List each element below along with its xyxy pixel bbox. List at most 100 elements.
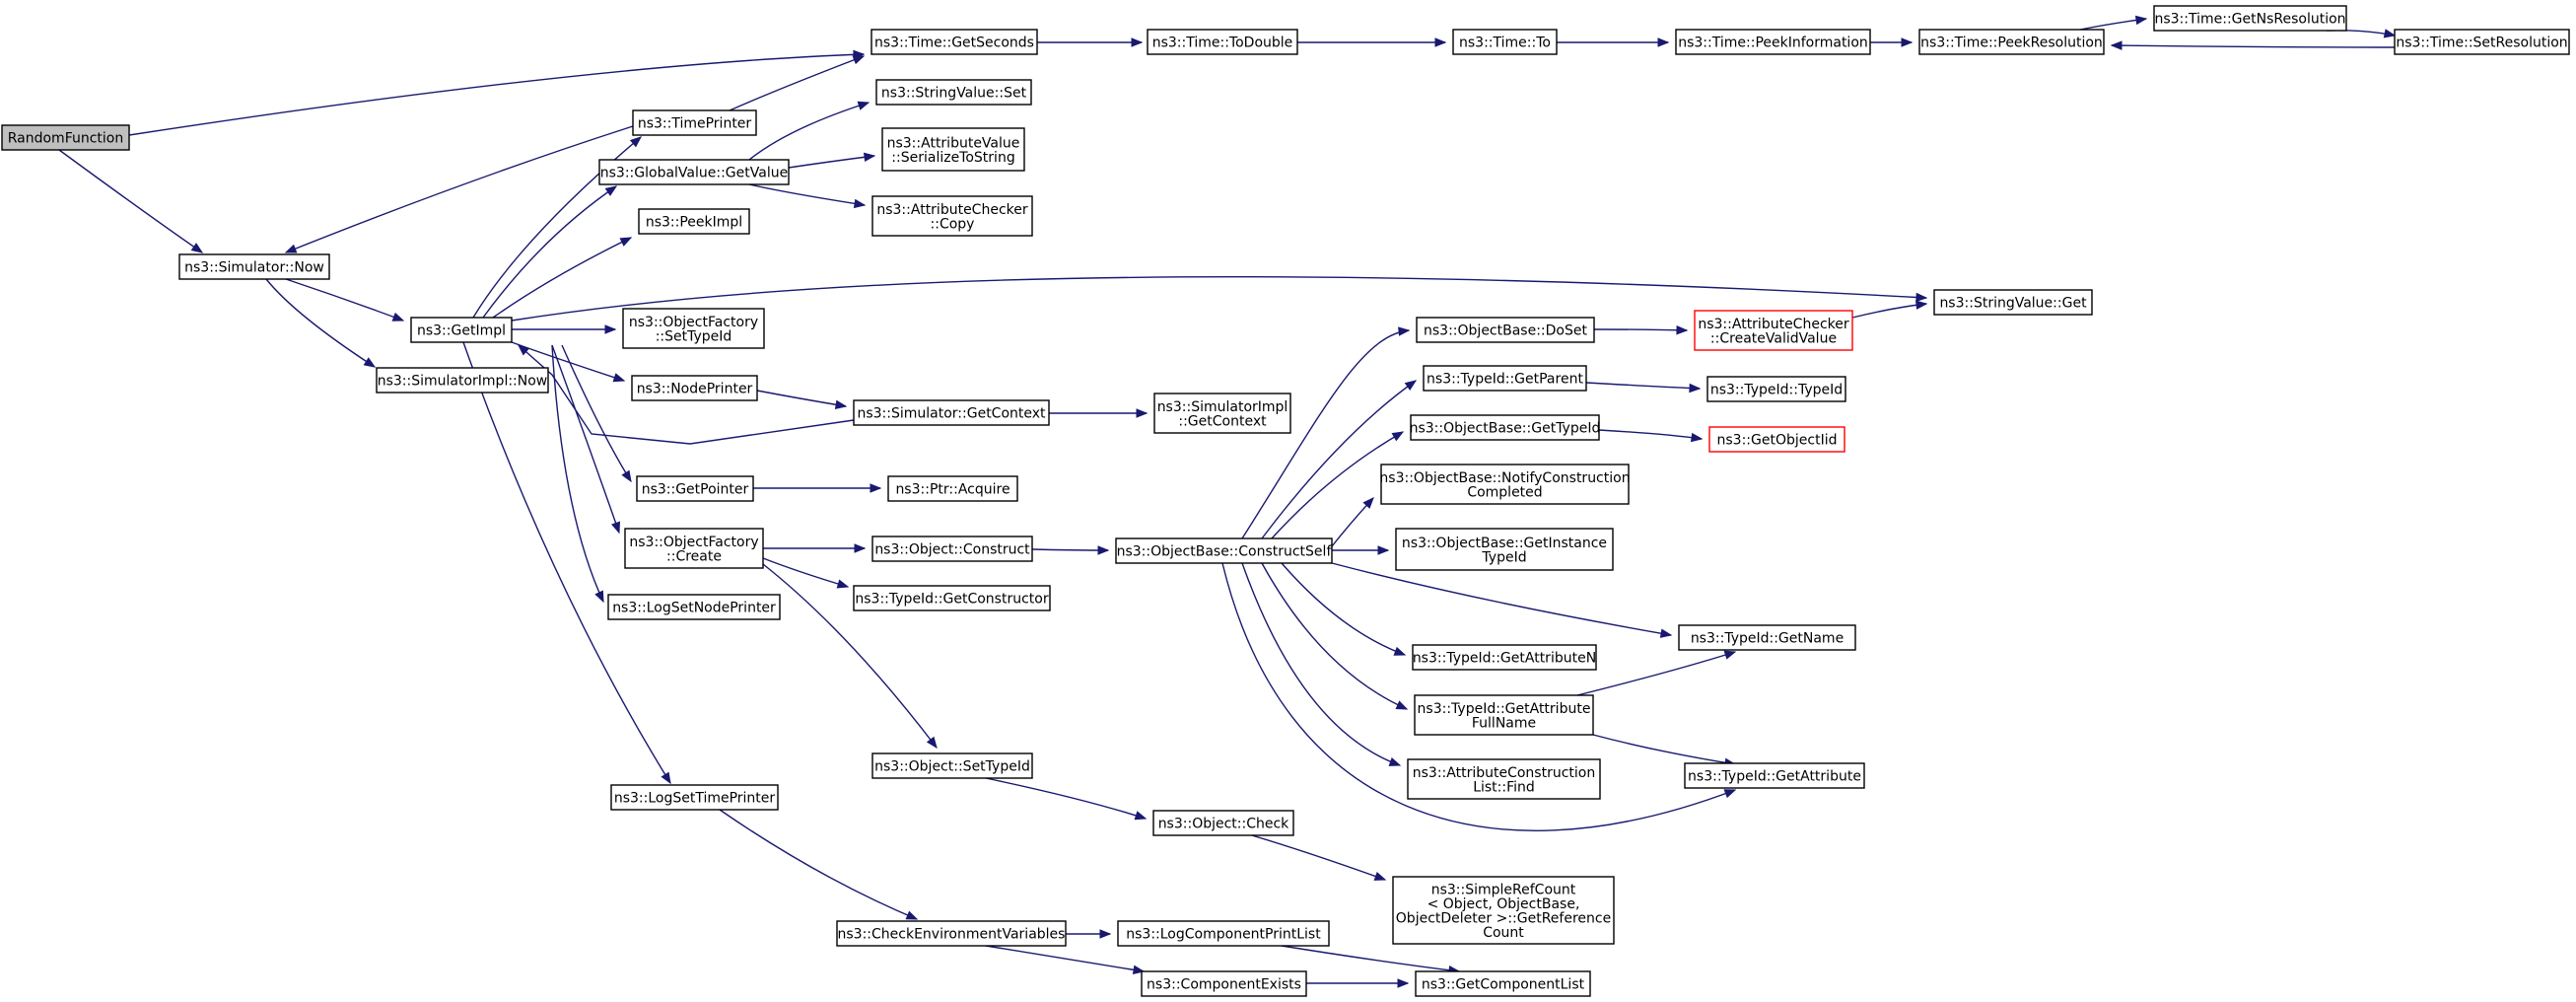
node-logsetnodeprinter[interactable]: ns3::LogSetNodePrinter: [607, 594, 781, 620]
node-box-time-getnsresolution[interactable]: [2153, 5, 2347, 32]
node-box-attributechecker-copy[interactable]: [871, 195, 1033, 237]
node-box-simulator-now[interactable]: [178, 253, 330, 280]
node-typeid-getattributen[interactable]: ns3::TypeId::GetAttributeN: [1412, 644, 1597, 671]
node-typeid-typeid[interactable]: ns3::TypeId::TypeId: [1706, 376, 1846, 402]
node-attributevalue-serializetostring[interactable]: ns3::AttributeValue::SerializeToString: [881, 127, 1025, 172]
node-attributechecker-copy[interactable]: ns3::AttributeChecker::Copy: [871, 195, 1033, 237]
node-object-check[interactable]: ns3::Object::Check: [1152, 810, 1294, 836]
node-box-getpointer[interactable]: [636, 475, 754, 502]
node-time-to[interactable]: ns3::Time::To: [1452, 29, 1558, 55]
node-box-stringvalue-get[interactable]: [1933, 289, 2093, 316]
node-simplerefcount-getreferencecount[interactable]: ns3::SimpleRefCount< Object, ObjectBase,…: [1392, 876, 1615, 945]
node-box-globalvalue-getvalue[interactable]: [598, 159, 790, 185]
node-box-ptr-acquire[interactable]: [887, 475, 1018, 502]
node-box-getobjectiid[interactable]: [1708, 426, 1845, 453]
node-attributechecker-createvalidvalue[interactable]: ns3::AttributeChecker::CreateValidValue: [1694, 310, 1853, 351]
node-box-time-peekresolution[interactable]: [1918, 29, 2105, 55]
node-box-typeid-getattributefullname[interactable]: [1414, 694, 1594, 736]
node-getobjectiid[interactable]: ns3::GetObjectIid: [1708, 426, 1845, 453]
node-time-getnsresolution[interactable]: ns3::Time::GetNsResolution: [2153, 5, 2347, 32]
node-logcomponentprintlist[interactable]: ns3::LogComponentPrintList: [1117, 920, 1330, 947]
node-box-object-settypeid[interactable]: [871, 752, 1033, 779]
node-simulator-now[interactable]: ns3::Simulator::Now: [178, 253, 330, 280]
node-object-settypeid[interactable]: ns3::Object::SetTypeId: [871, 752, 1033, 779]
node-componentexists[interactable]: ns3::ComponentExists: [1141, 970, 1307, 997]
node-box-objectbase-doset[interactable]: [1416, 317, 1595, 343]
node-box-time-todouble[interactable]: [1147, 29, 1298, 55]
node-box-simulatorimpl-now[interactable]: [376, 367, 549, 394]
node-time-setresolution[interactable]: ns3::Time::SetResolution: [2394, 29, 2570, 55]
node-logsettimeprinter[interactable]: ns3::LogSetTimePrinter: [610, 784, 779, 811]
node-box-simplerefcount-getreferencecount[interactable]: [1392, 876, 1615, 945]
node-peekimpl[interactable]: ns3::PeekImpl: [638, 208, 750, 235]
node-time-peekinformation[interactable]: ns3::Time::PeekInformation: [1675, 29, 1871, 55]
node-getpointer[interactable]: ns3::GetPointer: [636, 475, 754, 502]
node-simulatorimpl-now[interactable]: ns3::SimulatorImpl::Now: [376, 367, 549, 394]
node-box-randomfunction[interactable]: [1, 124, 130, 151]
node-box-typeid-getconstructor[interactable]: [853, 585, 1051, 611]
node-box-objectfactory-settypeid[interactable]: [622, 308, 765, 349]
node-objectbase-doset[interactable]: ns3::ObjectBase::DoSet: [1416, 317, 1595, 343]
node-globalvalue-getvalue[interactable]: ns3::GlobalValue::GetValue: [598, 159, 790, 185]
node-box-simulator-getcontext[interactable]: [853, 399, 1050, 426]
node-box-object-construct[interactable]: [871, 536, 1033, 562]
node-box-logcomponentprintlist[interactable]: [1117, 920, 1330, 947]
node-box-typeid-getparent[interactable]: [1423, 365, 1587, 392]
node-box-objectbase-gettypeid[interactable]: [1410, 414, 1600, 441]
node-box-time-peekinformation[interactable]: [1675, 29, 1871, 55]
node-box-objectfactory-create[interactable]: [624, 528, 764, 569]
node-objectfactory-settypeid[interactable]: ns3::ObjectFactory::SetTypeId: [622, 308, 765, 349]
node-box-getimpl[interactable]: [410, 317, 513, 343]
node-box-object-check[interactable]: [1152, 810, 1294, 836]
node-box-typeid-typeid[interactable]: [1706, 376, 1846, 402]
node-box-componentexists[interactable]: [1141, 970, 1307, 997]
node-box-logsettimeprinter[interactable]: [610, 784, 779, 811]
node-typeid-getname[interactable]: ns3::TypeId::GetName: [1678, 624, 1856, 651]
node-getcomponentlist[interactable]: ns3::GetComponentList: [1415, 970, 1591, 997]
node-typeid-getparent[interactable]: ns3::TypeId::GetParent: [1423, 365, 1587, 392]
node-time-todouble[interactable]: ns3::Time::ToDouble: [1147, 29, 1298, 55]
node-box-typeid-getname[interactable]: [1678, 624, 1856, 651]
node-box-objectbase-notifyconstructioncompleted[interactable]: [1380, 464, 1630, 505]
node-box-typeid-getattribute[interactable]: [1684, 762, 1865, 789]
node-typeid-getconstructor[interactable]: ns3::TypeId::GetConstructor: [853, 585, 1051, 611]
node-box-attributevalue-serializetostring[interactable]: [881, 127, 1025, 172]
node-timeprinter[interactable]: ns3::TimePrinter: [632, 109, 757, 136]
node-stringvalue-set[interactable]: ns3::StringValue::Set: [875, 79, 1032, 106]
node-box-objectbase-getinstancetypeid[interactable]: [1395, 528, 1614, 571]
node-box-nodeprinter[interactable]: [631, 375, 758, 401]
node-objectbase-constructself[interactable]: ns3::ObjectBase::ConstructSelf: [1115, 537, 1333, 564]
node-objectfactory-create[interactable]: ns3::ObjectFactory::Create: [624, 528, 764, 569]
node-box-peekimpl[interactable]: [638, 208, 750, 235]
node-time-peekresolution[interactable]: ns3::Time::PeekResolution: [1918, 29, 2105, 55]
node-objectbase-gettypeid[interactable]: ns3::ObjectBase::GetTypeId: [1410, 414, 1601, 441]
node-simulatorimpl-getcontext[interactable]: ns3::SimulatorImpl::GetContext: [1153, 393, 1291, 434]
node-randomfunction[interactable]: RandomFunction: [1, 124, 130, 151]
node-box-objectbase-constructself[interactable]: [1115, 537, 1333, 564]
node-box-attributechecker-createvalidvalue[interactable]: [1694, 310, 1853, 351]
node-box-time-to[interactable]: [1452, 29, 1558, 55]
node-box-stringvalue-set[interactable]: [875, 79, 1032, 106]
node-box-attributeconstructionlist-find[interactable]: [1407, 758, 1601, 800]
node-box-checkenvironmentvariables[interactable]: [836, 920, 1067, 947]
node-box-typeid-getattributen[interactable]: [1412, 644, 1597, 671]
node-box-time-getseconds[interactable]: [870, 29, 1038, 55]
node-box-logsetnodeprinter[interactable]: [607, 594, 781, 620]
node-checkenvironmentvariables[interactable]: ns3::CheckEnvironmentVariables: [836, 920, 1067, 947]
node-nodeprinter[interactable]: ns3::NodePrinter: [631, 375, 758, 401]
node-objectbase-notifyconstructioncompleted[interactable]: ns3::ObjectBase::NotifyConstructionCompl…: [1379, 464, 1631, 505]
node-object-construct[interactable]: ns3::Object::Construct: [871, 536, 1033, 562]
node-box-getcomponentlist[interactable]: [1415, 970, 1591, 997]
node-time-getseconds[interactable]: ns3::Time::GetSeconds: [870, 29, 1038, 55]
node-box-timeprinter[interactable]: [632, 109, 757, 136]
node-box-time-setresolution[interactable]: [2394, 29, 2570, 55]
node-box-simulatorimpl-getcontext[interactable]: [1153, 393, 1291, 434]
node-simulator-getcontext[interactable]: ns3::Simulator::GetContext: [853, 399, 1050, 426]
node-getimpl[interactable]: ns3::GetImpl: [410, 317, 513, 343]
node-ptr-acquire[interactable]: ns3::Ptr::Acquire: [887, 475, 1018, 502]
node-stringvalue-get[interactable]: ns3::StringValue::Get: [1933, 289, 2093, 316]
node-typeid-getattribute[interactable]: ns3::TypeId::GetAttribute: [1684, 762, 1865, 789]
